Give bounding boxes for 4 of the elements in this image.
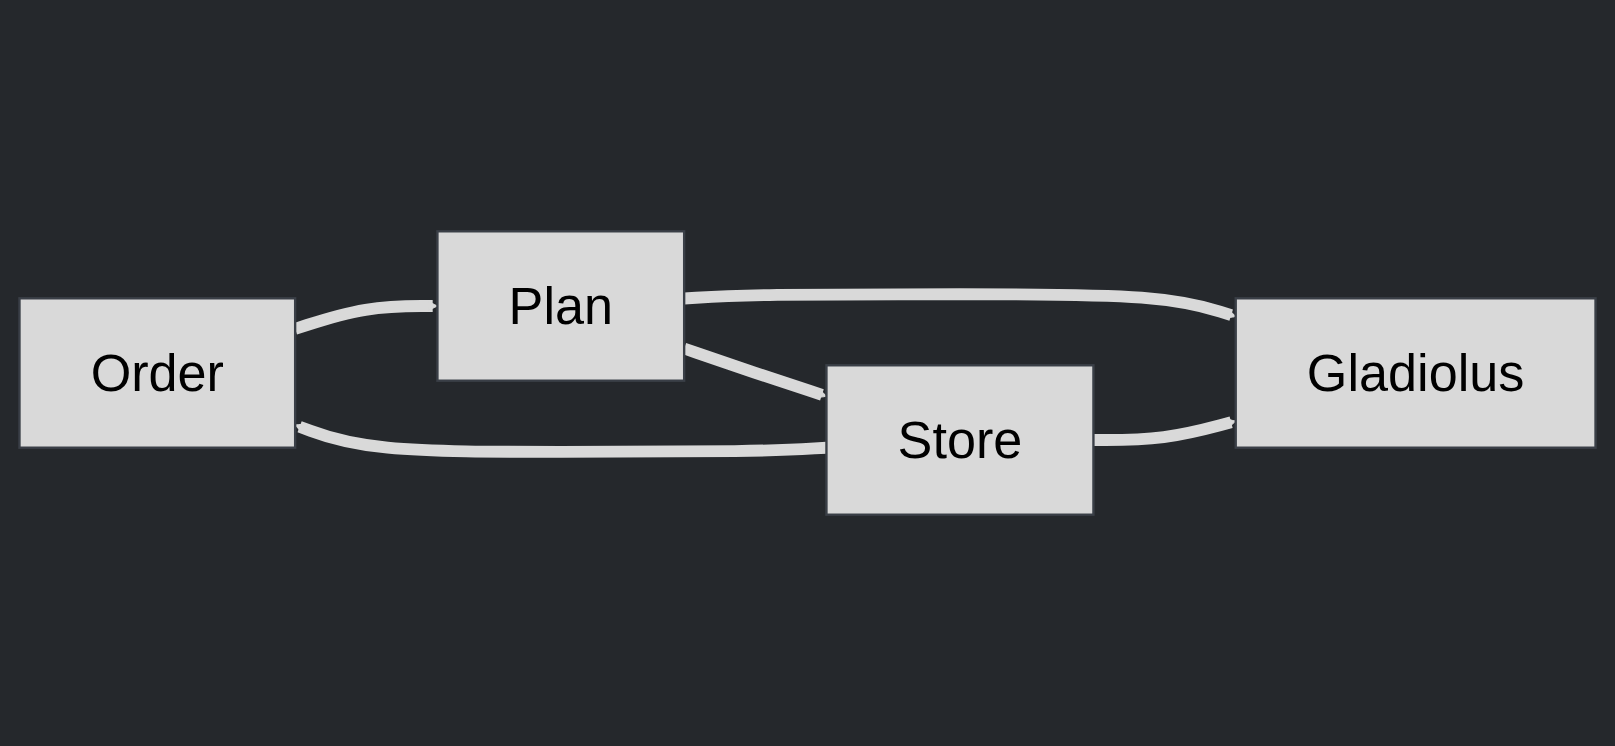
node-box: Store xyxy=(825,364,1095,516)
node-box: Gladiolus xyxy=(1234,297,1597,449)
node-box: Order xyxy=(18,297,297,449)
node-box: Plan xyxy=(436,230,686,382)
